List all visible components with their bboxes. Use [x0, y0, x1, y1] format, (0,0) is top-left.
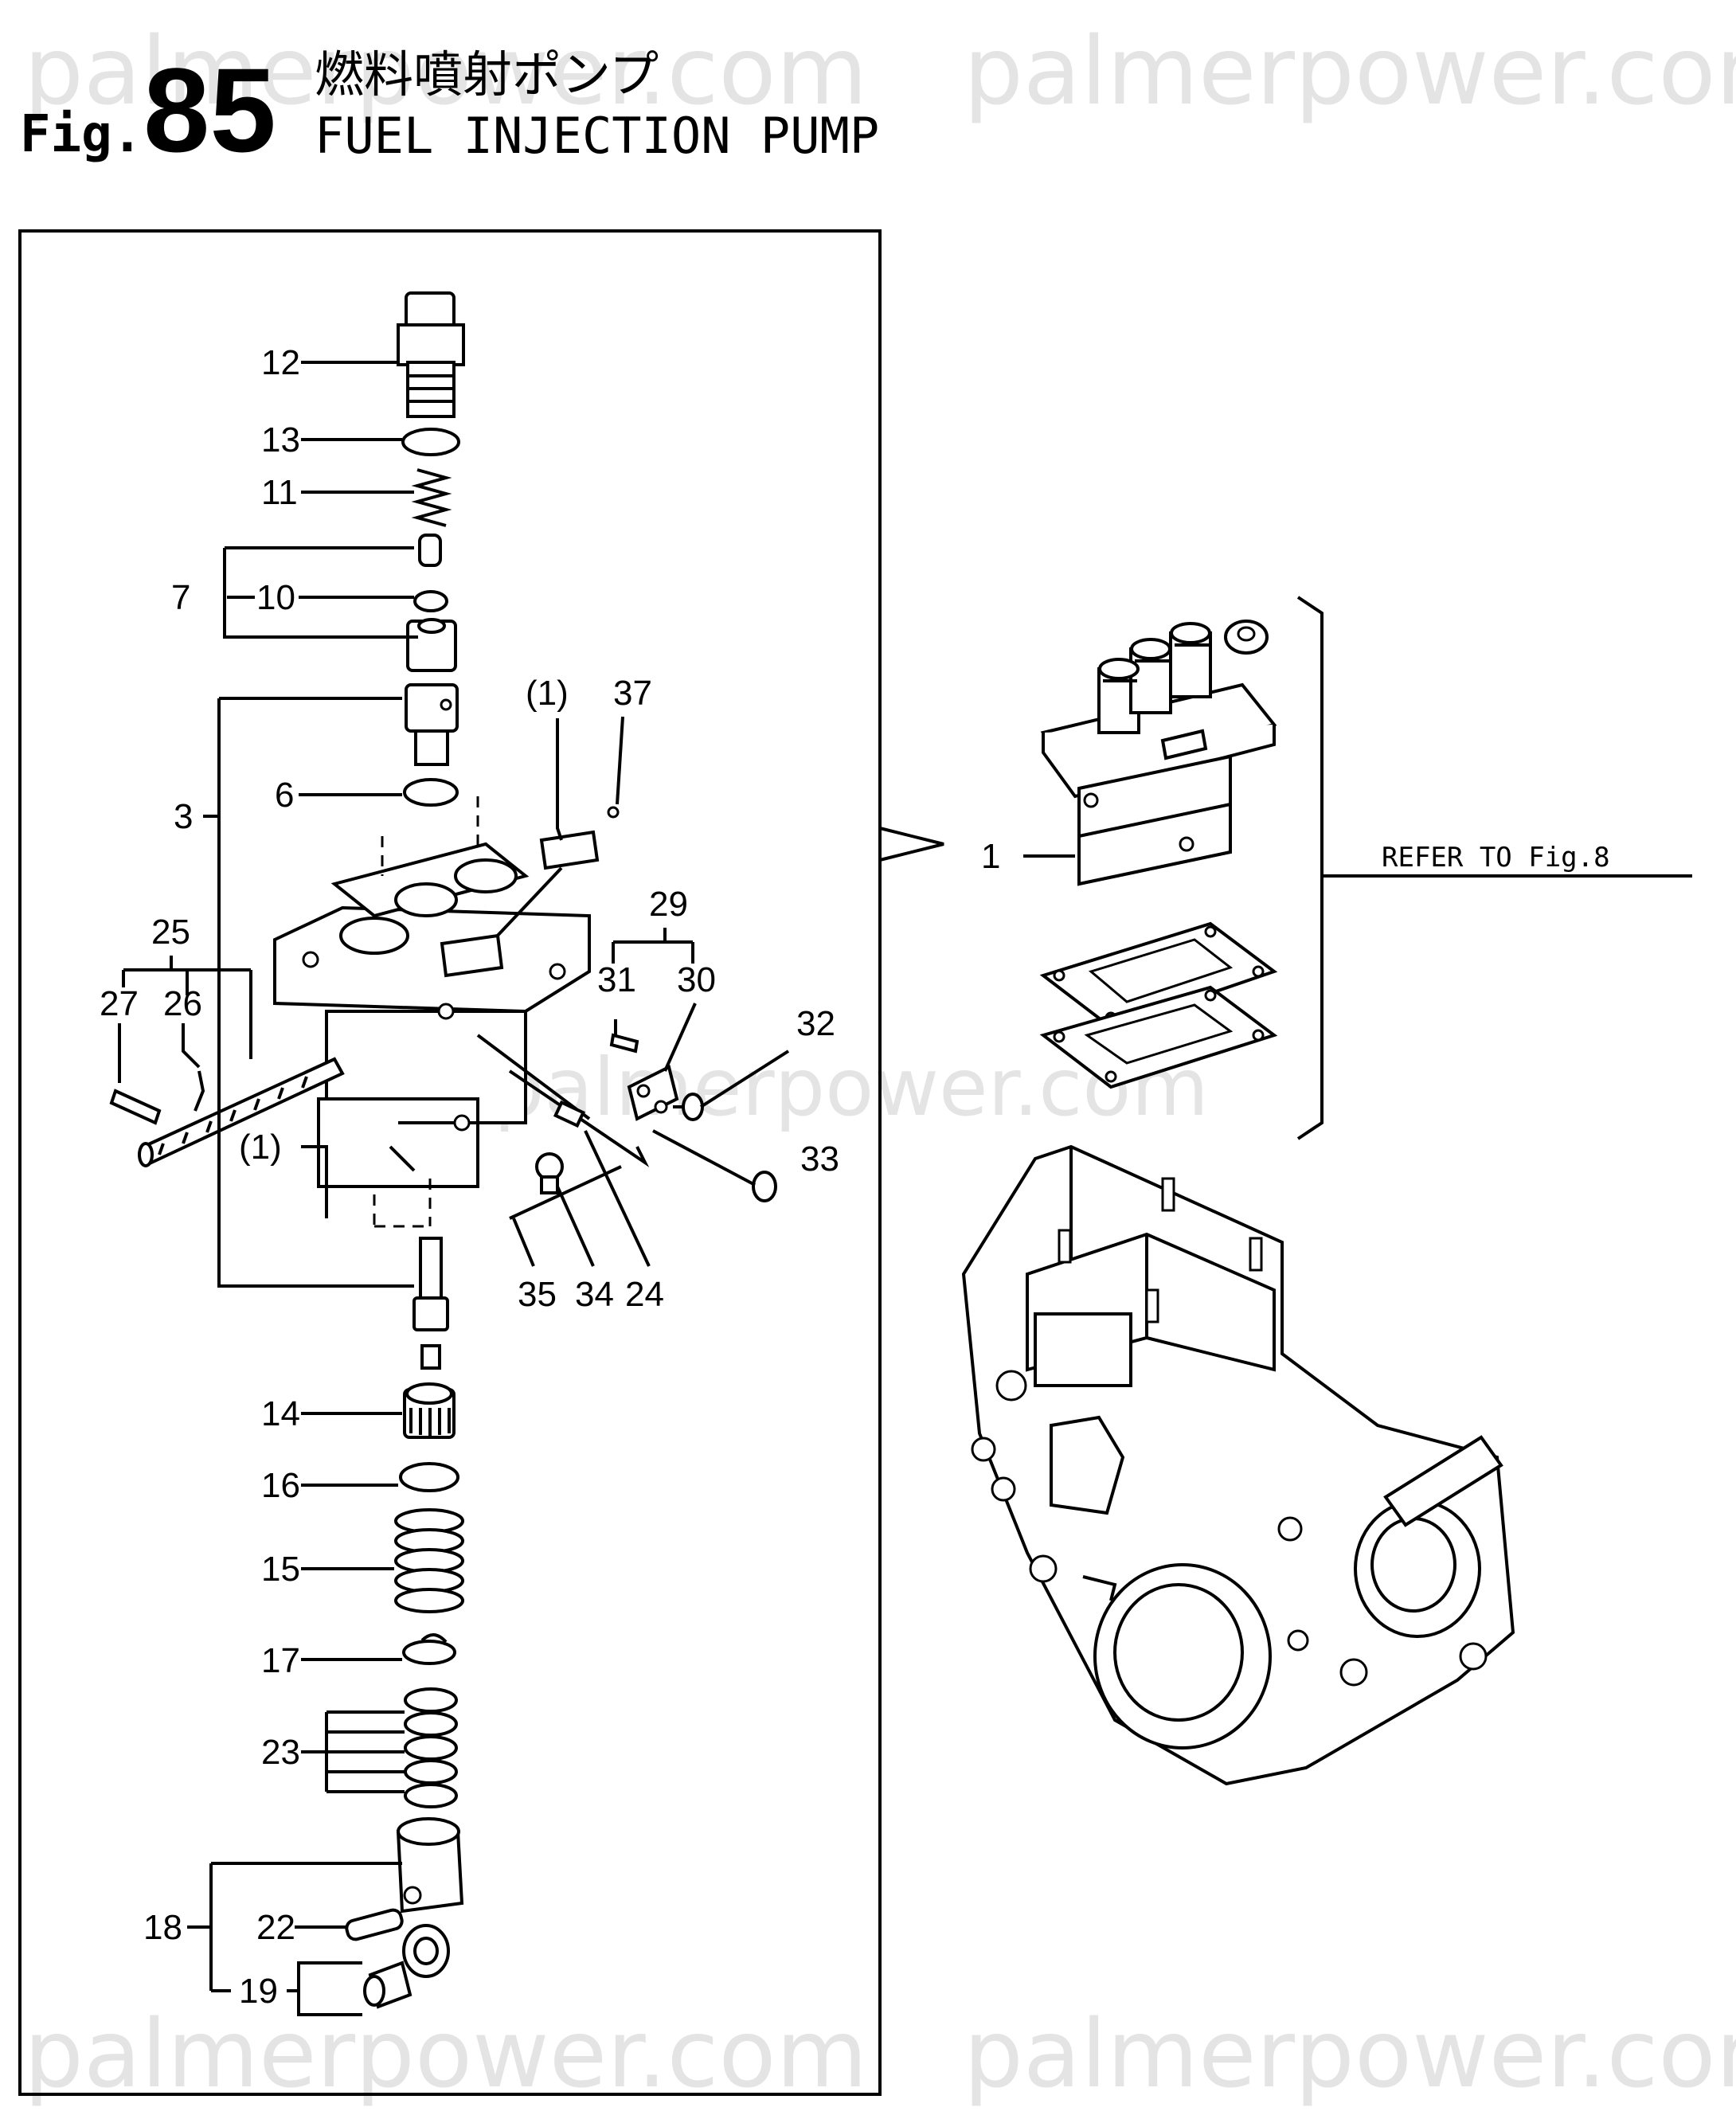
o-ring [401, 428, 460, 456]
tappet-pin [412, 1237, 449, 1370]
gear-case [961, 1144, 1515, 1786]
stop-pin [553, 1100, 586, 1128]
watermark: palmerpower.com [964, 1999, 1736, 2109]
watermark: palmerpower.com [24, 1999, 867, 2109]
tappet [396, 1817, 464, 1914]
callout-7: 7 [171, 578, 190, 617]
callout-24: 24 [625, 1275, 664, 1314]
delivery-valve [418, 534, 442, 567]
frame-pointer [879, 827, 944, 862]
pin-wire [509, 1165, 622, 1220]
title-japanese: 燃料噴射ポンプ [315, 45, 659, 104]
callout-ref-1-lower: (1) [239, 1128, 282, 1167]
callout-25: 25 [151, 913, 190, 952]
valve-spring [411, 468, 452, 527]
callout-29: 29 [649, 885, 688, 924]
callout-23: 23 [261, 1733, 300, 1772]
rack-clip [194, 1070, 205, 1112]
name-plate [440, 806, 620, 978]
callout-26: 26 [163, 984, 202, 1023]
plug-bolt [535, 1152, 564, 1194]
rack-pin [109, 1089, 162, 1125]
callout-12: 12 [261, 343, 300, 382]
plunger-spring [394, 1508, 464, 1613]
tappet-roller [363, 1924, 450, 2009]
callout-34: 34 [575, 1275, 614, 1314]
watermark: palmerpower.com [964, 16, 1736, 126]
screw [652, 1129, 777, 1202]
callout-10: 10 [256, 578, 295, 617]
callout-ref-1-upper: (1) [526, 674, 569, 713]
control-sleeve [403, 1382, 456, 1439]
callout-17: 17 [261, 1641, 300, 1680]
barrel-ring [403, 778, 459, 807]
callout-13: 13 [261, 420, 300, 459]
callout-11: 11 [261, 473, 298, 512]
linkage-rod [476, 1034, 591, 1120]
leader-lines [118, 361, 790, 2016]
title-english: FUEL INJECTION PUMP [315, 107, 879, 165]
callout-1: 1 [981, 837, 1000, 876]
lower-spring-seat [402, 1633, 456, 1665]
valve-seat [406, 618, 457, 672]
valve-gasket [413, 590, 448, 612]
plunger-barrel [405, 683, 459, 766]
callout-15: 15 [261, 1550, 300, 1589]
callout-31: 31 [597, 960, 636, 999]
tappet-pin-small [345, 1908, 404, 1941]
callout-32: 32 [796, 1004, 835, 1043]
upper-spring-seat [399, 1462, 459, 1492]
callout-35: 35 [518, 1275, 557, 1314]
fig-prefix: Fig. [20, 105, 143, 164]
refer-note: REFER TO Fig.8 [1382, 842, 1610, 874]
callout-6: 6 [275, 776, 294, 815]
adjusting-shims [404, 1687, 458, 1808]
pin [609, 1033, 639, 1054]
callout-30: 30 [677, 960, 716, 999]
delivery-valve-holder [397, 291, 465, 418]
watermark: palmerpower.com [24, 16, 867, 126]
diagram-frame [18, 229, 882, 2096]
callout-33: 33 [800, 1140, 839, 1179]
pump-housing [273, 842, 591, 1188]
callout-27: 27 [100, 984, 139, 1023]
assembled-pump [1040, 620, 1277, 886]
callout-22: 22 [256, 1908, 295, 1947]
callout-37: 37 [613, 674, 652, 713]
callout-18: 18 [143, 1908, 182, 1947]
callout-19: 19 [239, 1972, 278, 2011]
pump-gasket [1039, 985, 1278, 1089]
callout-16: 16 [261, 1466, 300, 1505]
fig-number: 85 [143, 43, 276, 177]
alignment-line [373, 796, 479, 1228]
pump-gasket [1039, 921, 1278, 1030]
control-rack [138, 1057, 345, 1167]
refer-bracket [1296, 596, 1324, 1140]
callout-14: 14 [261, 1394, 300, 1433]
cover-plate [627, 1065, 679, 1121]
linkage-rod [508, 1069, 650, 1167]
callout-3: 3 [174, 797, 193, 836]
